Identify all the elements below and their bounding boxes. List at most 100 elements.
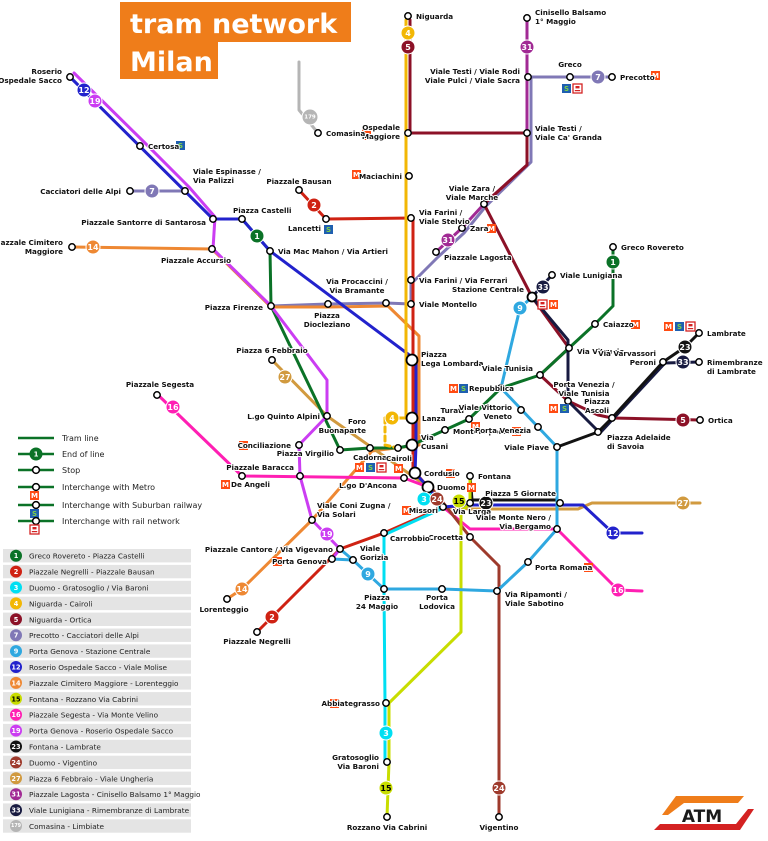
line-badge-number: 15 — [453, 497, 465, 506]
line-badge-number: 31 — [521, 43, 533, 52]
line-badge-24 — [429, 491, 445, 507]
line-list-row-bg — [3, 723, 191, 738]
station-label: Via Solari — [317, 510, 356, 519]
line-list-badge-179 — [10, 820, 22, 832]
line-badge-16 — [610, 582, 626, 598]
line-badge-number: 14 — [236, 585, 248, 594]
line-badge-number: 24 — [493, 784, 505, 793]
line-list-route: Porta Genova - Roserio Ospedale Sacco — [29, 727, 174, 736]
station-viale-piave — [553, 443, 561, 451]
rail-network-icon — [376, 462, 387, 473]
legend-stop-marker — [31, 516, 41, 526]
line-list-badge-number: 33 — [11, 807, 21, 815]
station-cinisello-balsamo — [523, 14, 531, 22]
stations-layer — [66, 12, 704, 821]
line-list-route: Niguarda - Ortica — [29, 615, 92, 624]
metro-icon-letter: M — [488, 225, 495, 233]
station-piazza-24-maggio — [380, 585, 388, 593]
metro-icon — [402, 506, 411, 515]
line-list-badge-number: 7 — [14, 632, 19, 640]
station-piazzale-cimitero-maggiore — [68, 243, 76, 251]
line-list-badge-31 — [10, 788, 22, 801]
line-list-row-bg — [3, 787, 191, 801]
line-badge-12 — [605, 525, 621, 541]
rail-network-icon — [29, 524, 40, 535]
line-badge-5 — [400, 39, 416, 55]
station-viale-coni-zugna — [308, 516, 316, 524]
line-list-badge-1 — [10, 549, 22, 562]
metro-icon — [30, 491, 39, 500]
station-label: 1° Maggio — [535, 17, 576, 26]
line-badge-15 — [451, 493, 467, 509]
station-label: Viale Montello — [419, 300, 477, 309]
station-label: Ortica — [708, 416, 733, 425]
station-label: Gratosoglio — [332, 753, 379, 762]
metro-icon-letter: M — [665, 323, 672, 331]
metro-icon-letter: M — [513, 428, 520, 436]
metro-icon-letter: M — [450, 385, 457, 393]
station-greco — [566, 73, 574, 81]
station-rimembranze-di-lambrate — [695, 358, 703, 366]
station-label: Buonaparte — [319, 426, 366, 435]
station-viale-espinasse — [181, 187, 189, 195]
line-list-route: Comasina - Limbiate — [29, 822, 105, 831]
station-label: Veneto — [484, 412, 512, 421]
station-via-larga — [466, 499, 474, 507]
station-piazzale-accursio — [208, 245, 216, 253]
metro-icon — [467, 483, 476, 492]
line-badge-number: 31 — [442, 236, 454, 245]
suburban-icon-letter: S — [32, 510, 37, 518]
station-label: Zara — [470, 224, 489, 233]
station-via-farini-via-ferrari — [407, 276, 415, 284]
station-label: Piazza 5 Giornate — [485, 489, 556, 498]
station-porta-romana — [524, 558, 532, 566]
station-via-procaccini — [382, 299, 390, 307]
tram-line-16 — [155, 392, 644, 593]
station-ospedale-maggiore — [404, 129, 412, 137]
station-porta-venezia — [534, 423, 542, 431]
station-piazza-virgilio — [336, 446, 344, 454]
line-list-row-bg — [3, 692, 191, 706]
station-label: Viale Ca' Granda — [535, 133, 602, 142]
station-label: Repubblica — [469, 384, 514, 393]
station-vigentino — [495, 813, 503, 821]
line-list-badge-9 — [10, 645, 22, 658]
suburban-icon-letter: S — [564, 85, 569, 93]
station-label: Maciachini — [359, 172, 402, 181]
line-list-badge-14 — [10, 676, 22, 689]
line-badge-number: 5 — [405, 43, 411, 52]
station-lorenteggio — [223, 595, 231, 603]
station-viale-testi-ca-granda — [523, 129, 531, 137]
line-badge-2 — [306, 197, 322, 213]
line-list-badge-number: 27 — [11, 775, 21, 783]
station-label: Lorenteggio — [199, 605, 248, 614]
station-label: Piazzale Cantore / Via Vigevano — [205, 545, 333, 554]
station-viale-montello — [407, 300, 415, 308]
station-label: Viale Marche — [446, 193, 499, 202]
station-label: Comasina — [326, 129, 365, 138]
line-badge-31 — [440, 232, 456, 248]
station-label: Turati — [440, 406, 464, 415]
line-list-badge-12 — [10, 661, 22, 673]
station-label: Piazzale Lagosta — [444, 253, 512, 262]
suburban-rail-icon — [366, 463, 375, 472]
tram-line-7 — [269, 75, 614, 308]
line-list-badge-4 — [10, 597, 22, 610]
line-list-route: Piazzale Cimitero Maggiore - Lorenteggio — [29, 679, 179, 688]
station-piazzale-negrelli — [253, 628, 261, 636]
station-label: Via — [421, 433, 434, 442]
station-label: Rozzano Via Cabrini — [347, 823, 427, 832]
line-list-row-bg — [3, 771, 191, 785]
station-label: Caiazzo — [603, 320, 634, 329]
